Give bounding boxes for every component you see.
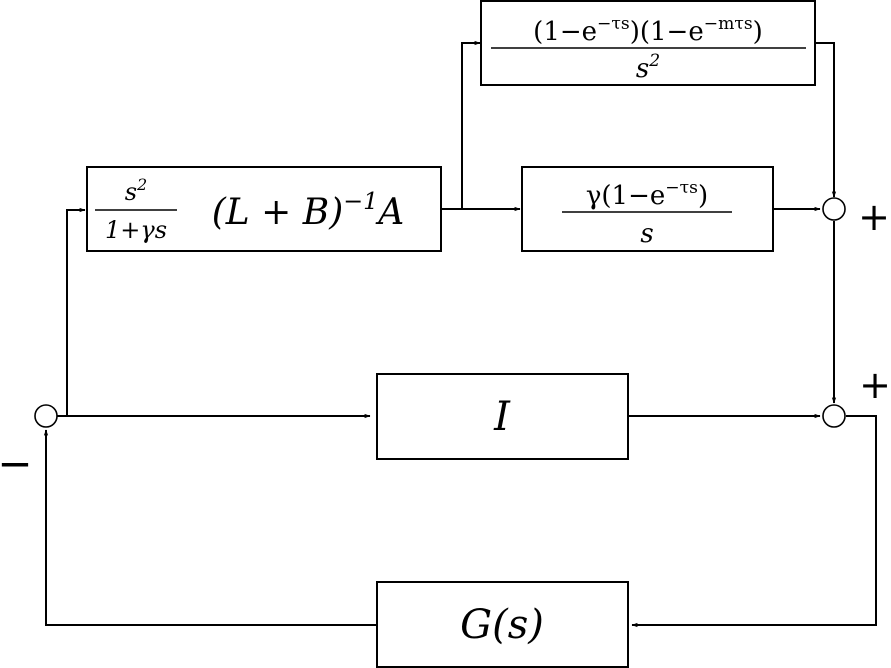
block-middle-numerator: γ(1−e−τs) bbox=[586, 178, 708, 211]
block-controller-frac-numerator: s2 bbox=[125, 175, 147, 206]
block-middle: γ(1−e−τs) s bbox=[521, 166, 774, 252]
summing-junction-upper-right bbox=[822, 197, 846, 221]
block-controller: s2 1+γs (L + B)−1A bbox=[86, 166, 442, 252]
block-plant: G(s) bbox=[376, 581, 629, 668]
wire-to-controller bbox=[66, 207, 86, 416]
sign-minus-feedback: − bbox=[0, 439, 33, 488]
wire-feedback bbox=[43, 429, 378, 626]
wire-to-plant bbox=[631, 415, 877, 628]
sign-plus-upper-right: + bbox=[858, 195, 890, 239]
sign-plus-lower-top: + bbox=[859, 363, 891, 407]
block-top-denominator: s2 bbox=[636, 51, 660, 84]
signal-wires bbox=[43, 40, 877, 628]
block-top: (1−e−τs)(1−e−mτs) s2 bbox=[480, 0, 816, 86]
summing-junction-lower-right bbox=[822, 404, 846, 428]
block-controller-expression: (L + B)−1A bbox=[212, 187, 405, 233]
block-identity-label: I bbox=[493, 394, 511, 440]
wire-to-top-block bbox=[461, 40, 481, 209]
block-plant-label: G(s) bbox=[460, 602, 544, 648]
wire-top-to-sum-upper bbox=[815, 42, 837, 198]
block-middle-denominator: s bbox=[640, 219, 653, 249]
summing-junction-left bbox=[34, 404, 58, 428]
block-controller-frac-denominator: 1+γs bbox=[105, 216, 167, 244]
block-identity: I bbox=[376, 373, 629, 460]
block-top-numerator: (1−e−τs)(1−e−mτs) bbox=[533, 14, 763, 47]
